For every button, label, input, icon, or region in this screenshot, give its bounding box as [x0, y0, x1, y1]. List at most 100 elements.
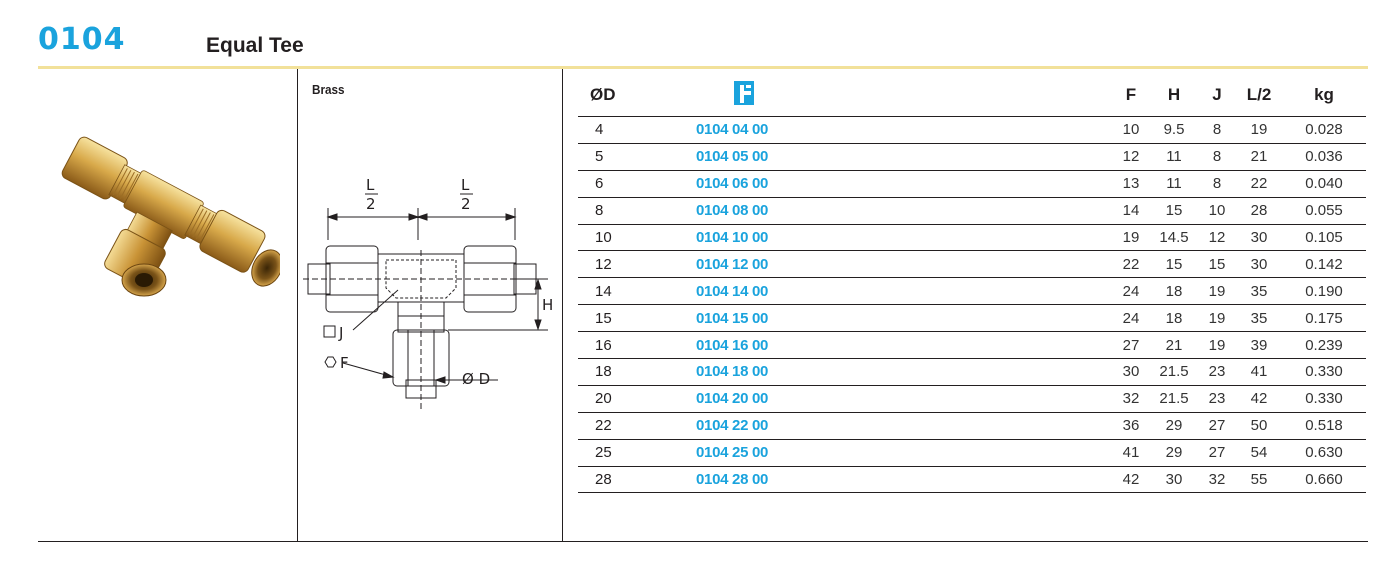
cell-f: 22: [1112, 250, 1150, 279]
cell-od: 14: [578, 277, 688, 306]
column-divider-right: [562, 69, 563, 541]
h-label: H: [542, 296, 553, 314]
cell-od: 25: [578, 439, 688, 467]
cell-l2: 39: [1236, 331, 1282, 360]
column-header-j: J: [1198, 74, 1236, 117]
cell-part-number[interactable]: 0104 28 00: [688, 466, 1112, 494]
cell-l2: 30: [1236, 250, 1282, 279]
cell-h: 18: [1150, 277, 1198, 306]
cell-j: 19: [1198, 304, 1236, 333]
cell-part-number[interactable]: 0104 12 00: [688, 250, 1112, 279]
cell-kg: 0.239: [1282, 331, 1366, 360]
cell-l2: 50: [1236, 412, 1282, 440]
cell-part-number[interactable]: 0104 18 00: [688, 358, 1112, 386]
cell-f: 30: [1112, 358, 1150, 386]
column-divider-left: [297, 69, 298, 541]
cell-kg: 0.028: [1282, 116, 1366, 144]
l-half-left-den: 2: [366, 195, 376, 213]
cell-h: 21: [1150, 331, 1198, 360]
cell-h: 21.5: [1150, 385, 1198, 413]
cell-part-number[interactable]: 0104 25 00: [688, 439, 1112, 467]
cell-j: 23: [1198, 358, 1236, 386]
cell-j: 27: [1198, 439, 1236, 467]
cell-od: 18: [578, 358, 688, 386]
cell-f: 32: [1112, 385, 1150, 413]
cell-od: 4: [578, 116, 688, 144]
cell-h: 11: [1150, 170, 1198, 198]
cell-l2: 35: [1236, 304, 1282, 333]
cell-kg: 0.518: [1282, 412, 1366, 440]
cell-h: 15: [1150, 197, 1198, 225]
column-header-h: H: [1150, 74, 1198, 117]
cell-h: 18: [1150, 304, 1198, 333]
j-label: J: [338, 324, 343, 342]
cell-h: 21.5: [1150, 358, 1198, 386]
column-header-l2: L/2: [1236, 74, 1282, 117]
cell-l2: 55: [1236, 466, 1282, 494]
cell-kg: 0.142: [1282, 250, 1366, 279]
cell-j: 15: [1198, 250, 1236, 279]
cell-l2: 30: [1236, 224, 1282, 252]
l-half-right-num: L: [461, 176, 470, 194]
cell-f: 27: [1112, 331, 1150, 360]
cell-h: 29: [1150, 439, 1198, 467]
cell-f: 41: [1112, 439, 1150, 467]
cell-f: 24: [1112, 277, 1150, 306]
cell-od: 15: [578, 304, 688, 333]
cell-part-number[interactable]: 0104 10 00: [688, 224, 1112, 252]
cell-part-number[interactable]: 0104 05 00: [688, 143, 1112, 171]
cell-l2: 35: [1236, 277, 1282, 306]
cell-part-number[interactable]: 0104 08 00: [688, 197, 1112, 225]
cell-h: 29: [1150, 412, 1198, 440]
cell-h: 30: [1150, 466, 1198, 494]
cell-j: 8: [1198, 116, 1236, 144]
cell-kg: 0.040: [1282, 170, 1366, 198]
d-label: Ø D: [462, 370, 490, 388]
cell-part-number[interactable]: 0104 14 00: [688, 277, 1112, 306]
cell-part-number[interactable]: 0104 04 00: [688, 116, 1112, 144]
cell-kg: 0.175: [1282, 304, 1366, 333]
product-code: 0104: [38, 22, 126, 57]
cell-part-number[interactable]: 0104 22 00: [688, 412, 1112, 440]
cell-part-number[interactable]: 0104 06 00: [688, 170, 1112, 198]
l-half-left-num: L: [366, 176, 375, 194]
material-label: Brass: [312, 82, 345, 97]
parts-catalog-logo-icon: [734, 80, 754, 105]
cell-h: 11: [1150, 143, 1198, 171]
cell-j: 23: [1198, 385, 1236, 413]
cell-kg: 0.630: [1282, 439, 1366, 467]
cell-j: 10: [1198, 197, 1236, 225]
cell-j: 8: [1198, 143, 1236, 171]
cell-part-number[interactable]: 0104 20 00: [688, 385, 1112, 413]
cell-part-number[interactable]: 0104 16 00: [688, 331, 1112, 360]
product-title: Equal Tee: [206, 34, 304, 57]
cell-j: 12: [1198, 224, 1236, 252]
cell-kg: 0.330: [1282, 358, 1366, 386]
cell-h: 14.5: [1150, 224, 1198, 252]
column-header-logo: [688, 74, 1112, 117]
column-header-d: ØD: [578, 74, 688, 117]
cell-j: 19: [1198, 277, 1236, 306]
cell-f: 13: [1112, 170, 1150, 198]
cell-kg: 0.036: [1282, 143, 1366, 171]
cell-od: 20: [578, 385, 688, 413]
cell-od: 12: [578, 250, 688, 279]
header-rule: [38, 66, 1368, 69]
footer-rule: [38, 541, 1368, 542]
cell-j: 32: [1198, 466, 1236, 494]
cell-l2: 21: [1236, 143, 1282, 171]
cell-kg: 0.105: [1282, 224, 1366, 252]
cell-od: 10: [578, 224, 688, 252]
f-label: F: [340, 354, 349, 372]
cell-j: 19: [1198, 331, 1236, 360]
cell-l2: 22: [1236, 170, 1282, 198]
cell-f: 36: [1112, 412, 1150, 440]
cell-part-number[interactable]: 0104 15 00: [688, 304, 1112, 333]
